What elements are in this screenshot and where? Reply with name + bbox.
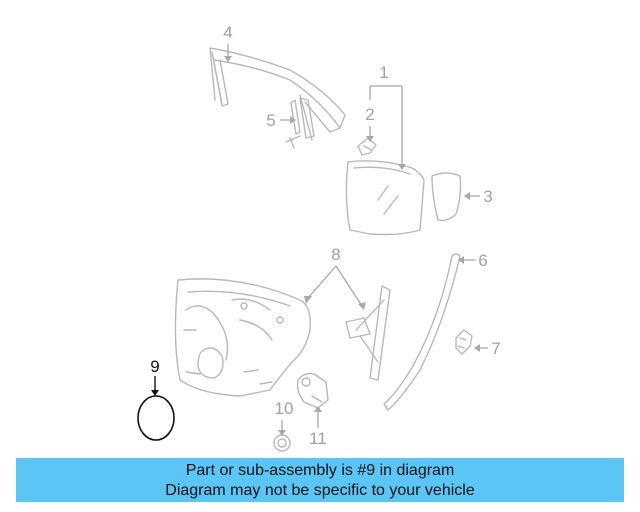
part-8-door-trim-carrier	[174, 278, 311, 397]
callout-3: 3	[483, 187, 492, 206]
callout-11: 11	[309, 429, 327, 448]
part-6-weatherstrip	[383, 253, 461, 411]
part-8-window-regulator	[345, 285, 391, 381]
callout-10: 10	[275, 399, 294, 418]
part-11-motor	[296, 372, 329, 409]
part-9-seal	[137, 395, 175, 441]
callout-4: 4	[223, 23, 232, 42]
callout-5: 5	[266, 111, 275, 130]
callout-6: 6	[478, 251, 487, 270]
banner-line-2: Diagram may not be specific to your vehi…	[165, 482, 475, 499]
info-banner: Part or sub-assembly is #9 in diagram Di…	[16, 458, 624, 502]
part-4-window-frame	[209, 47, 346, 141]
part-5-channel-bracket	[285, 97, 315, 149]
callout-8: 8	[331, 245, 340, 264]
part-10-grommet	[273, 434, 291, 452]
callout-9: 9	[150, 357, 159, 376]
callout-2: 2	[365, 105, 374, 124]
part-3-quarter-glass	[431, 172, 462, 222]
part-1-door-glass	[345, 160, 425, 236]
callout-7: 7	[491, 339, 500, 358]
part-2-clip	[357, 137, 377, 156]
leader-lines	[151, 44, 488, 436]
callout-1: 1	[379, 63, 388, 82]
banner-line-1: Part or sub-assembly is #9 in diagram	[185, 462, 455, 479]
part-7-bracket	[455, 329, 473, 355]
